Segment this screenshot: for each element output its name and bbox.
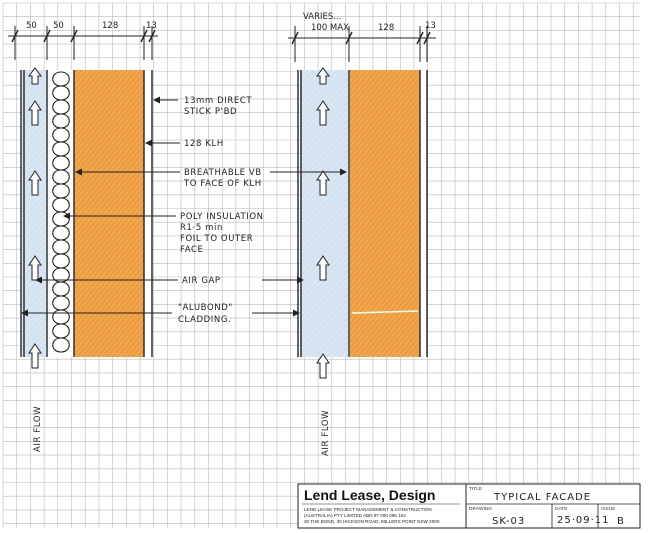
company-name: Lend Lease, Design xyxy=(304,487,435,503)
svg-text:"ALUBOND": "ALUBOND" xyxy=(178,303,233,313)
svg-text:TO FACE OF KLH: TO FACE OF KLH xyxy=(183,179,262,189)
drawing-title: TYPICAL FACADE xyxy=(493,492,591,503)
right-dim-max: 100 MAX xyxy=(311,23,349,33)
title-label: TITLE xyxy=(469,486,482,492)
leader-lines xyxy=(21,96,347,317)
svg-text:FOIL TO OUTER: FOIL TO OUTER xyxy=(180,234,253,244)
left-plasterboard xyxy=(144,70,152,357)
svg-text:POLY INSULATION: POLY INSULATION xyxy=(180,212,264,222)
insulation-pattern-2 xyxy=(52,71,70,353)
annotation-128-klh: 128 KLH xyxy=(184,139,224,149)
drawing-number-label: DRAWING xyxy=(469,506,492,512)
drawing-date: 25·09·11 xyxy=(557,515,610,526)
right-dim-varies: VARIES... xyxy=(303,12,341,22)
annotation-breathable-vb: BREATHABLE VB TO FACE OF KLH xyxy=(183,168,262,189)
svg-text:BREATHABLE VB: BREATHABLE VB xyxy=(184,168,262,178)
drawing-number: SK-03 xyxy=(492,516,525,527)
left-wall-section: AIR FLOW xyxy=(20,67,153,452)
left-dim-13: 13 xyxy=(146,21,157,31)
right-wall-section: AIR FLOW xyxy=(297,67,428,456)
annotation-alubond-cladding: "ALUBOND" CLADDING. xyxy=(178,303,233,325)
company-line-1: LEND LEASE PROJECT MANAGEMENT & CONSTRUC… xyxy=(304,507,432,512)
issue-value: B xyxy=(617,516,625,527)
annotation-air-gap: AIR GAP xyxy=(182,276,221,286)
svg-text:13mm DIRECT: 13mm DIRECT xyxy=(184,96,252,106)
annotation-poly-insulation: POLY INSULATION R1·5 min FOIL TO OUTER F… xyxy=(180,212,264,255)
left-insulation xyxy=(48,70,74,357)
right-dim-13: 13 xyxy=(425,21,436,31)
left-dim-50a: 50 xyxy=(26,21,37,31)
left-klh-panel xyxy=(74,70,144,357)
right-dimension-string xyxy=(288,26,436,62)
left-dimension-string xyxy=(8,26,158,60)
right-dim-128: 128 xyxy=(378,23,394,33)
right-airflow-label: AIR FLOW xyxy=(321,410,331,456)
svg-text:CLADDING.: CLADDING. xyxy=(178,315,231,325)
right-plasterboard xyxy=(420,70,427,357)
svg-text:R1·5 min: R1·5 min xyxy=(180,223,223,233)
svg-text:AIR GAP: AIR GAP xyxy=(182,276,221,286)
left-dim-128: 128 xyxy=(102,21,118,31)
title-block: Lend Lease, Design LEND LEASE PROJECT MA… xyxy=(297,483,641,529)
date-label: DATE xyxy=(555,506,567,512)
company-line-2: (AUSTRALIA) PTY LIMITED ABN 97 000 098 1… xyxy=(304,513,406,518)
left-airflow-label: AIR FLOW xyxy=(33,406,43,452)
issue-label: ISSUE xyxy=(601,506,615,512)
svg-text:128 KLH: 128 KLH xyxy=(184,139,224,149)
company-line-3: 30 THE BOND, 30 HICKSON ROAD, MILLERS PO… xyxy=(304,519,440,524)
svg-text:FACE: FACE xyxy=(180,245,203,255)
left-airflow-arrows xyxy=(28,67,42,369)
svg-text:STICK P'BD: STICK P'BD xyxy=(184,107,237,117)
annotation-13mm-plasterboard: 13mm DIRECT STICK P'BD xyxy=(184,96,252,117)
right-airflow-arrows xyxy=(316,67,330,379)
left-dim-50b: 50 xyxy=(53,21,64,31)
right-klh-panel xyxy=(350,70,420,357)
